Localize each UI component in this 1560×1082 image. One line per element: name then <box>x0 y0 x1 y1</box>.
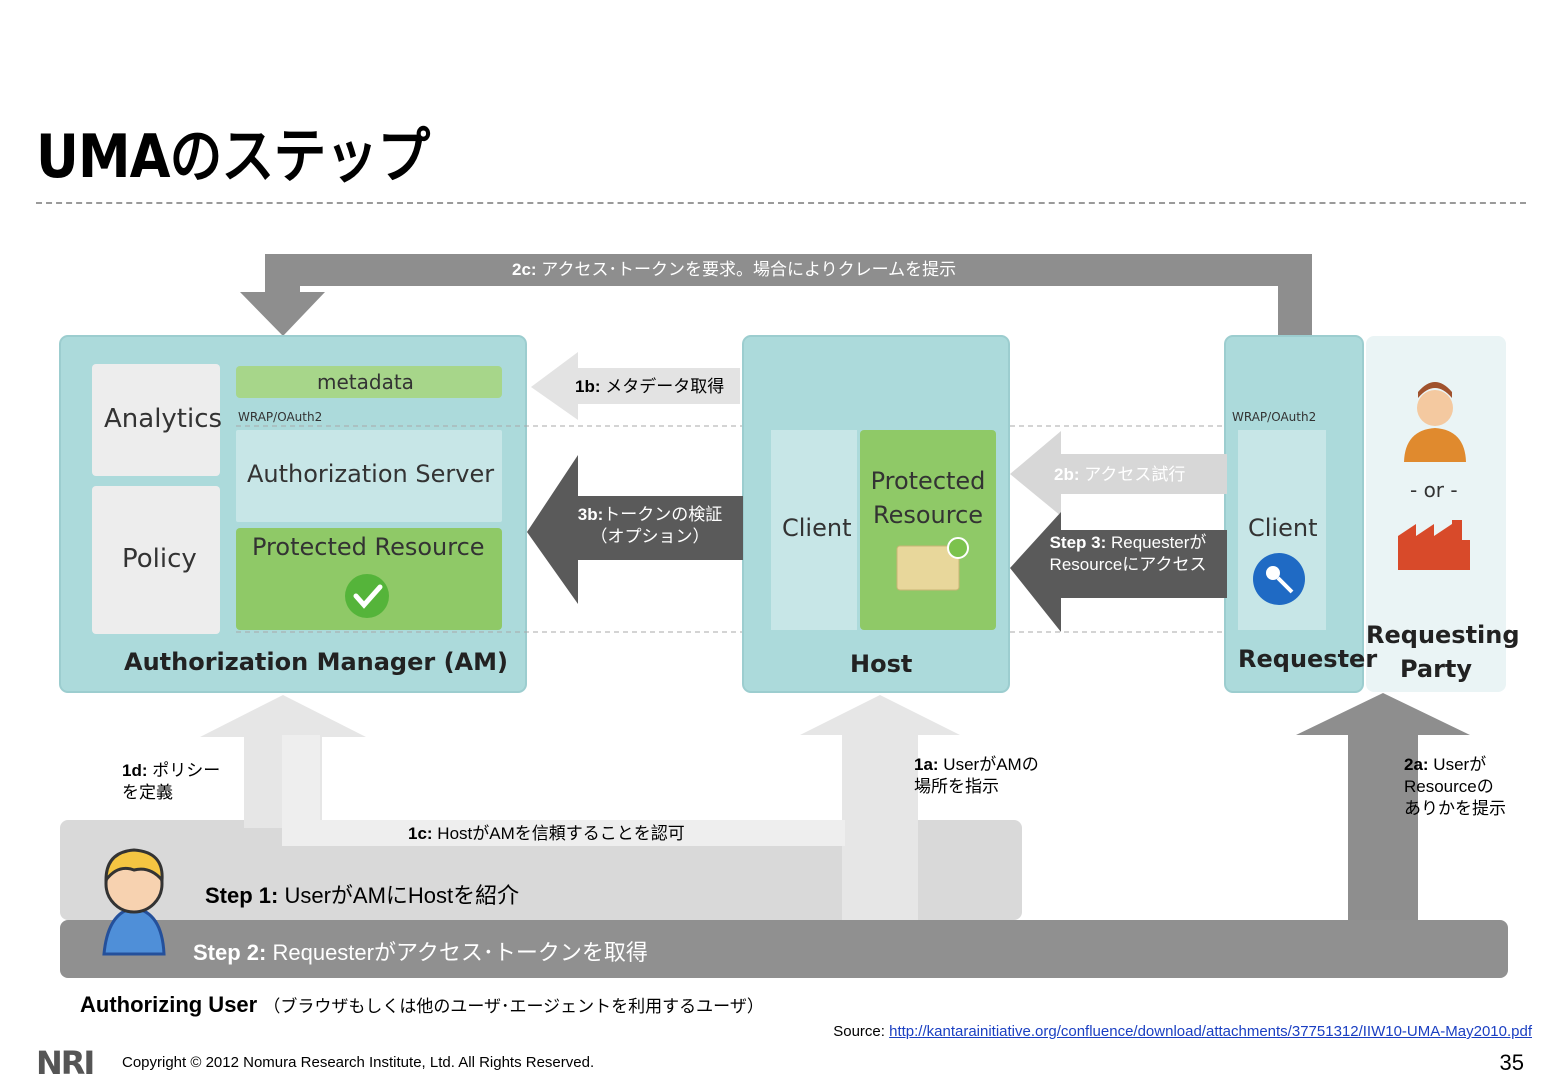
page-number: 35 <box>1499 1050 1524 1075</box>
label-1c: 1c: HostがAMを信頼することを認可 <box>408 824 685 843</box>
arrow-2b <box>1010 431 1227 516</box>
label-2c: 2c: アクセス･トークンを要求。場合によりクレームを提示 <box>512 260 957 279</box>
source-link[interactable]: http://kantarainitiative.org/confluence/… <box>889 1023 1532 1040</box>
policy-label: Policy <box>122 544 197 574</box>
auth-server-label: Authorization Server <box>247 460 495 488</box>
label-1d: 1d: ポリシーを定義 <box>122 761 221 802</box>
requesting-party-box <box>1366 336 1506 692</box>
arrow-1a <box>800 695 960 920</box>
arrow-step3 <box>1010 512 1227 632</box>
title-divider <box>36 202 1526 204</box>
am-protected-resource-label: Protected Resource <box>252 533 485 561</box>
metadata-label: metadata <box>317 370 414 394</box>
host-client-label: Client <box>782 514 852 542</box>
am-title: Authorization Manager (AM) <box>124 648 508 676</box>
policy-box <box>92 486 220 634</box>
check-icon <box>345 574 389 618</box>
lock-icon <box>947 537 969 559</box>
requester-client-label: Client <box>1248 514 1318 542</box>
arrow-1c <box>282 735 845 846</box>
arrow-3b <box>527 455 743 604</box>
arrow-2a <box>1296 693 1470 920</box>
factory-icon <box>1398 520 1470 570</box>
arrow-2c <box>240 254 1312 340</box>
person-icon <box>1417 390 1453 426</box>
analytics-label: Analytics <box>104 404 223 434</box>
metadata-box <box>236 366 502 398</box>
requester-title: Requester <box>1238 645 1378 673</box>
arrow-1b <box>531 352 740 420</box>
or-label: - or - <box>1410 478 1458 502</box>
copyright-text: Copyright © 2012 Nomura Research Institu… <box>122 1054 595 1071</box>
analytics-box <box>92 364 220 476</box>
auth-server-box <box>236 430 502 522</box>
am-wrap-label: WRAP/OAuth2 <box>238 410 323 424</box>
step2-bar <box>60 920 1508 978</box>
host-client-box <box>771 430 857 630</box>
label-3b: 3b:トークンの検証（オプション） <box>577 505 723 546</box>
host-protected-resource-box <box>860 430 996 630</box>
label-1a: 1a: UserがAMの場所を指示 <box>914 755 1039 796</box>
host-title: Host <box>850 650 913 678</box>
nri-logo: NRI <box>36 1044 95 1082</box>
label-2b: 2b: アクセス試行 <box>1054 465 1186 484</box>
source-citation: Source: http://kantarainitiative.org/con… <box>833 1023 1532 1040</box>
slide-title: UMAのステップ <box>36 122 430 192</box>
folder-icon <box>896 545 960 591</box>
step1-label: Step 1: UserがAMにHostを紹介 <box>205 883 520 908</box>
user-avatar-icon <box>102 848 166 956</box>
label-1b: 1b: メタデータ取得 <box>575 377 725 396</box>
requester-wrap-label: WRAP/OAuth2 <box>1232 410 1317 424</box>
authorizing-user-caption: Authorizing User （ブラウザもしくは他のユーザ･エージェントを利… <box>80 992 764 1017</box>
step2-label: Step 2: Requesterがアクセス･トークンを取得 <box>193 940 648 965</box>
